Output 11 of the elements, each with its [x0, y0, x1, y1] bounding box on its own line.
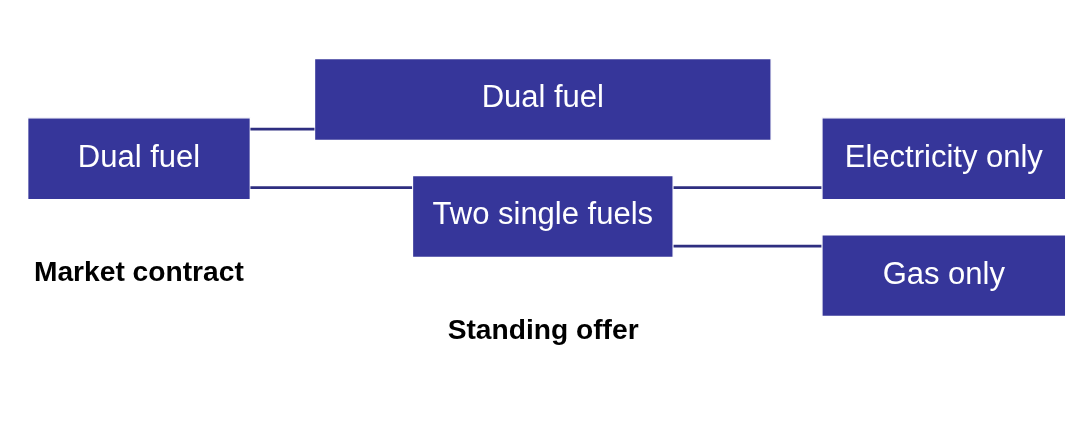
- node-box: Dual fuel: [313, 57, 772, 141]
- connector: [250, 127, 315, 130]
- node-box: Gas only: [821, 233, 1067, 317]
- connector: [673, 244, 822, 247]
- connector: [250, 185, 413, 189]
- node-box: Dual fuel: [26, 116, 252, 200]
- node-box: Electricity only: [821, 116, 1067, 200]
- connector: [673, 185, 822, 189]
- label: Market contract: [34, 254, 244, 287]
- node-box: Two single fuels: [411, 174, 674, 258]
- label: Standing offer: [447, 312, 639, 345]
